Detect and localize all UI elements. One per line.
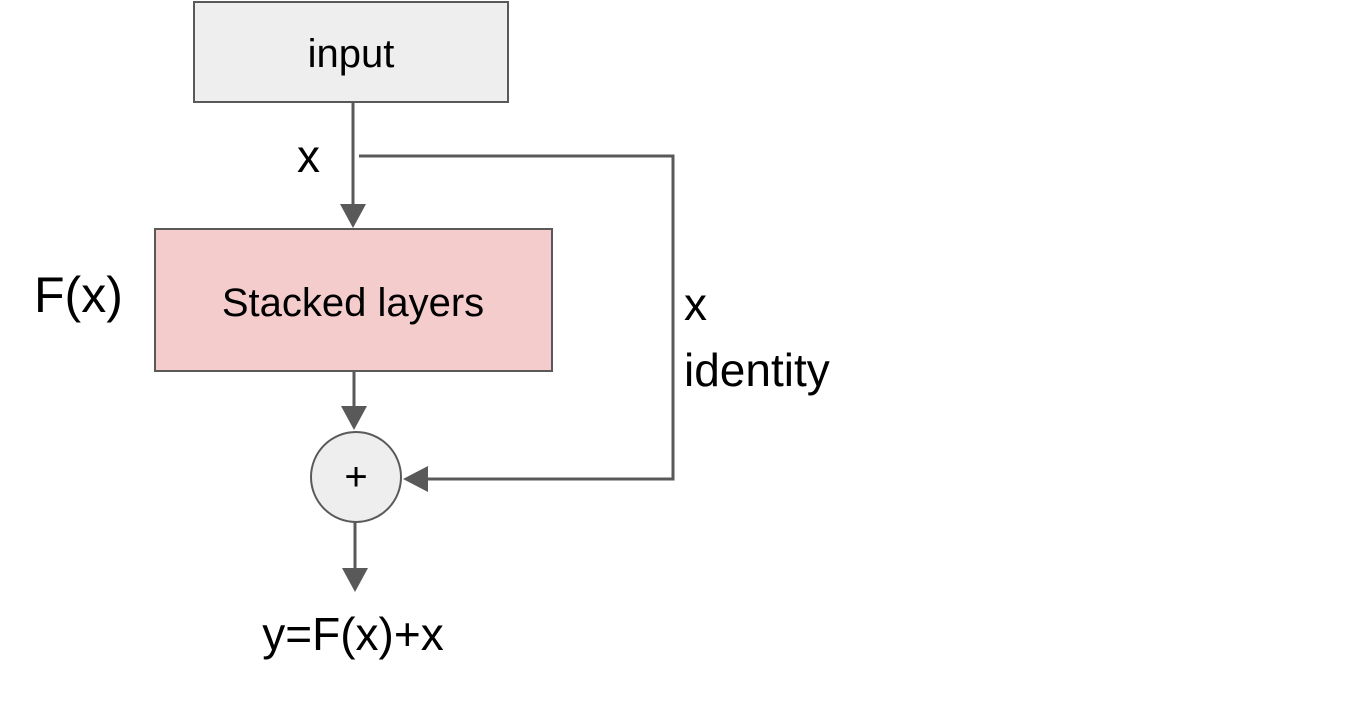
stacked-layers-node: Stacked layers — [154, 228, 553, 372]
input-node: input — [193, 1, 509, 103]
skip-x-label: x — [684, 278, 707, 330]
identity-skip-connection — [359, 154, 675, 492]
output-label: y=F(x)+x — [262, 608, 443, 660]
plus-icon: + — [344, 455, 367, 499]
sum-node: + — [310, 431, 402, 523]
edge-sum-to-output — [342, 522, 368, 592]
input-box — [193, 1, 509, 103]
arrowhead-icon — [340, 204, 366, 228]
skip-path — [359, 154, 675, 481]
arrowhead-icon — [403, 466, 428, 492]
edge-layers-to-sum — [341, 371, 367, 430]
edge-input-to-layers — [340, 102, 366, 228]
arrowhead-icon — [341, 406, 367, 430]
arrowhead-icon — [342, 568, 368, 592]
input-label: input — [308, 32, 395, 76]
stacked-layers-label: Stacked layers — [222, 281, 484, 325]
input-x-label: x — [297, 130, 320, 182]
stacked-layers-box — [154, 228, 553, 372]
fx-label: F(x) — [34, 267, 123, 323]
identity-label: identity — [684, 344, 830, 396]
